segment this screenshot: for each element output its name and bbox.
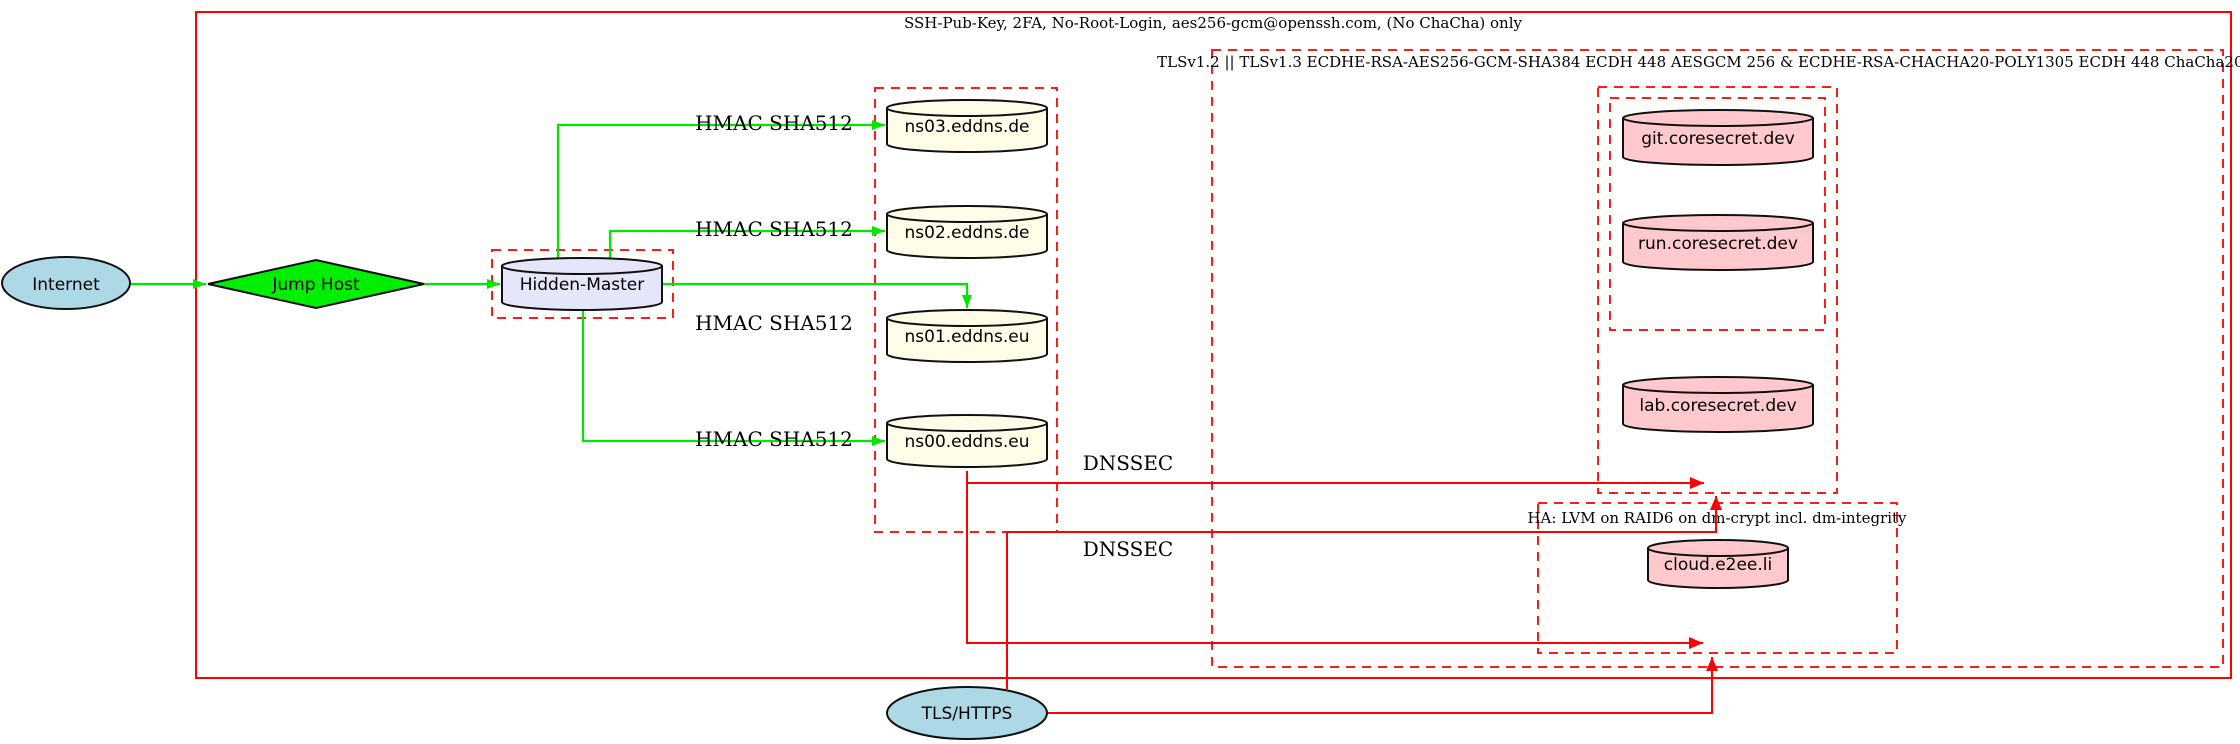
jump-host-label: Jump Host <box>271 275 360 295</box>
edge-ns00-coresecret-dnssec <box>966 471 1704 489</box>
node-ns02: ns02.eddns.de <box>886 205 1048 259</box>
ns01-label: ns01.eddns.eu <box>905 327 1030 347</box>
internet-ellipse <box>1 256 131 310</box>
cloud-cylinder-body <box>1647 548 1789 589</box>
edge-label-dnssec-2: DNSSEC <box>1083 537 1174 561</box>
internet-label: Internet <box>32 275 100 295</box>
edge-hiddenmaster-ns03 <box>556 120 885 259</box>
edge-ns00-ha-dnssec <box>966 471 1703 649</box>
node-ns00: ns00.eddns.eu <box>886 414 1048 468</box>
node-git: git.coresecret.dev <box>1622 109 1814 166</box>
lab-label: lab.coresecret.dev <box>1639 396 1796 416</box>
cloud-cylinder-top <box>1647 539 1789 557</box>
lab-cylinder-body <box>1622 385 1814 433</box>
ns01-cylinder-body <box>886 318 1048 363</box>
cluster-coresecret-outer-box <box>1597 86 1838 494</box>
tls-https-ellipse <box>886 686 1048 740</box>
git-label: git.coresecret.dev <box>1641 129 1795 149</box>
ns00-label: ns00.eddns.eu <box>905 432 1030 452</box>
ns03-cylinder-top <box>886 99 1048 117</box>
edge-hiddenmaster-ns02 <box>608 226 885 259</box>
node-internet: Internet <box>1 256 131 310</box>
ns00-cylinder-body <box>886 423 1048 468</box>
node-run: run.coresecret.dev <box>1622 214 1814 271</box>
node-ns03: ns03.eddns.de <box>886 99 1048 153</box>
run-cylinder-top <box>1622 214 1814 232</box>
edge-tls-https-ha <box>1047 657 1718 714</box>
ns02-label: ns02.eddns.de <box>905 223 1030 243</box>
ns02-cylinder-body <box>886 214 1048 259</box>
ns03-label: ns03.eddns.de <box>905 117 1030 137</box>
edge-hiddenmaster-ns00 <box>581 311 885 446</box>
hidden-master-label: Hidden-Master <box>520 275 645 295</box>
ns00-cylinder-top <box>886 414 1048 432</box>
edge-label-dnssec-1: DNSSEC <box>1083 451 1174 475</box>
node-cloud: cloud.e2ee.li <box>1647 539 1789 589</box>
cluster-ha-label: HA: LVM on RAID6 on dm-crypt incl. dm-in… <box>1527 509 1907 527</box>
cloud-label: cloud.e2ee.li <box>1664 555 1772 575</box>
lab-cylinder-top <box>1622 376 1814 394</box>
node-tls-https: TLS/HTTPS <box>886 686 1048 740</box>
edge-label-hmac-ns03: HMAC SHA512 <box>695 111 853 135</box>
edge-label-hmac-ns00: HMAC SHA512 <box>695 427 853 451</box>
edge-label-hmac-ns02: HMAC SHA512 <box>695 217 853 241</box>
cluster-tls-label: TLSv1.2 || TLSv1.3 ECDHE-RSA-AES256-GCM-… <box>1157 53 2240 71</box>
ns01-cylinder-top <box>886 309 1048 327</box>
run-cylinder-body <box>1622 223 1814 271</box>
hidden-master-cylinder-body <box>501 266 663 311</box>
node-ns01: ns01.eddns.eu <box>886 309 1048 363</box>
node-lab: lab.coresecret.dev <box>1622 376 1814 433</box>
tls-https-label: TLS/HTTPS <box>921 704 1013 724</box>
ns02-cylinder-top <box>886 205 1048 223</box>
git-cylinder-top <box>1622 109 1814 127</box>
cluster-eddns-box <box>874 87 1058 533</box>
git-cylinder-body <box>1622 118 1814 166</box>
cluster-ssh-label: SSH-Pub-Key, 2FA, No-Root-Login, aes256-… <box>904 14 1523 32</box>
edge-label-hmac-ns01: HMAC SHA512 <box>695 311 853 335</box>
ns03-cylinder-body <box>886 108 1048 153</box>
cluster-ssh-box <box>195 11 2232 679</box>
node-hidden-master: Hidden-Master <box>501 257 663 311</box>
hidden-master-cylinder-top <box>501 257 663 275</box>
run-label: run.coresecret.dev <box>1638 234 1798 254</box>
node-jump-host: Jump Host <box>207 258 425 310</box>
edge-tls-https-coresecret <box>1006 496 1722 689</box>
edge-hiddenmaster-ns01 <box>662 282 972 308</box>
jump-host-diamond <box>207 258 425 310</box>
